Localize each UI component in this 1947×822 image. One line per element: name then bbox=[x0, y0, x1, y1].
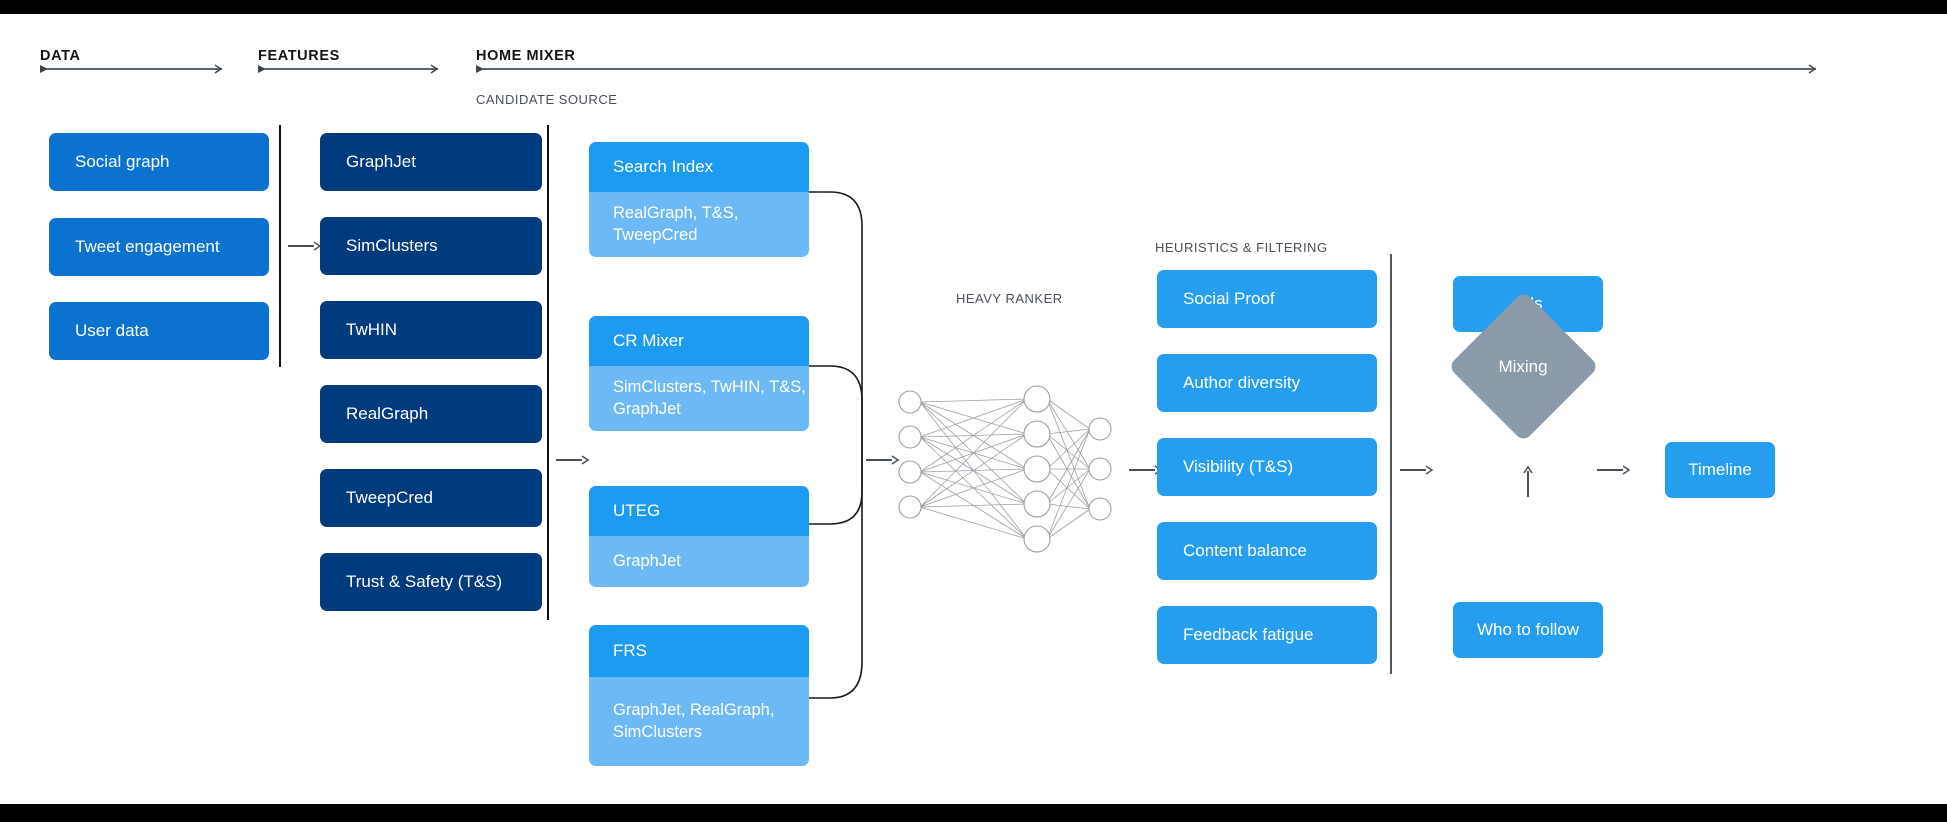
feature-box-realgraph[interactable]: RealGraph bbox=[320, 385, 542, 443]
heuristic-box-label: Content balance bbox=[1183, 541, 1307, 561]
arrow-data-to-features bbox=[288, 240, 322, 252]
heuristic-box-label: Author diversity bbox=[1183, 373, 1301, 393]
output-box-label: Who to follow bbox=[1476, 620, 1580, 640]
arrow-features-to-candidate-source bbox=[556, 454, 590, 466]
feature-box-simclusters[interactable]: SimClusters bbox=[320, 217, 542, 275]
heuristic-box-social-proof[interactable]: Social Proof bbox=[1157, 270, 1377, 328]
divider-data-features bbox=[279, 125, 281, 367]
data-box-label: Tweet engagement bbox=[75, 237, 220, 257]
arrow-mixing-to-timeline bbox=[1597, 464, 1631, 476]
candidate-source-name: UTEG bbox=[589, 486, 809, 536]
section-arrow-data bbox=[40, 64, 223, 74]
candidate-source-features: GraphJet, RealGraph, SimClusters bbox=[589, 677, 809, 766]
divider-heuristics-output bbox=[1390, 254, 1392, 674]
feature-box-label: Trust & Safety (T&S) bbox=[346, 572, 503, 592]
diagram-canvas: DATA FEATURES HOME MIXER CANDIDATE SOURC… bbox=[0, 14, 1947, 804]
section-header-home-mixer: HOME MIXER bbox=[476, 48, 576, 64]
heuristic-box-content-balance[interactable]: Content balance bbox=[1157, 522, 1377, 580]
heavy-ranker-network bbox=[898, 385, 1112, 553]
data-box-social-graph[interactable]: Social graph bbox=[49, 133, 269, 191]
candidate-source-name: Search Index bbox=[589, 142, 809, 192]
section-arrow-home-mixer bbox=[476, 64, 1817, 74]
output-box-label: Timeline bbox=[1688, 460, 1752, 480]
arrow-candidate-to-heavy-ranker bbox=[866, 454, 900, 466]
data-box-label: Social graph bbox=[75, 152, 170, 172]
candidate-source-features: GraphJet bbox=[589, 536, 809, 587]
feature-box-label: TweepCred bbox=[346, 488, 433, 508]
data-box-user-data[interactable]: User data bbox=[49, 302, 269, 360]
feature-box-trust-safety[interactable]: Trust & Safety (T&S) bbox=[320, 553, 542, 611]
heuristic-box-feedback-fatigue[interactable]: Feedback fatigue bbox=[1157, 606, 1377, 664]
feature-box-tweepcred[interactable]: TweepCred bbox=[320, 469, 542, 527]
candidate-source-card-uteg[interactable]: UTEG GraphJet bbox=[589, 486, 809, 587]
feature-box-label: TwHIN bbox=[346, 320, 397, 340]
candidate-source-name: FRS bbox=[589, 625, 809, 677]
heuristic-box-visibility[interactable]: Visibility (T&S) bbox=[1157, 438, 1377, 496]
section-header-data: DATA bbox=[40, 48, 81, 64]
feature-box-graphjet[interactable]: GraphJet bbox=[320, 133, 542, 191]
candidate-brace-connectors bbox=[809, 191, 863, 699]
output-box-who-to-follow[interactable]: Who to follow bbox=[1453, 602, 1603, 658]
feature-box-twhin[interactable]: TwHIN bbox=[320, 301, 542, 359]
label-heavy-ranker: HEAVY RANKER bbox=[956, 291, 1063, 306]
candidate-source-card-cr-mixer[interactable]: CR Mixer SimClusters, TwHIN, T&S, GraphJ… bbox=[589, 316, 809, 431]
subheader-candidate-source: CANDIDATE SOURCE bbox=[476, 92, 618, 107]
data-box-label: User data bbox=[75, 321, 149, 341]
candidate-source-features: SimClusters, TwHIN, T&S, GraphJet bbox=[589, 366, 809, 431]
candidate-source-features: RealGraph, T&S, TweepCred bbox=[589, 192, 809, 257]
heuristic-box-label: Social Proof bbox=[1183, 289, 1275, 309]
output-box-timeline[interactable]: Timeline bbox=[1665, 442, 1775, 498]
candidate-source-card-search-index[interactable]: Search Index RealGraph, T&S, TweepCred bbox=[589, 142, 809, 257]
section-header-features: FEATURES bbox=[258, 48, 340, 64]
heuristic-box-label: Visibility (T&S) bbox=[1183, 457, 1294, 477]
heuristic-box-label: Feedback fatigue bbox=[1183, 625, 1314, 645]
candidate-source-card-frs[interactable]: FRS GraphJet, RealGraph, SimClusters bbox=[589, 625, 809, 766]
feature-box-label: RealGraph bbox=[346, 404, 429, 424]
feature-box-label: GraphJet bbox=[346, 152, 416, 172]
candidate-source-name: CR Mixer bbox=[589, 316, 809, 366]
arrow-who-to-follow-to-mixing bbox=[1522, 465, 1534, 497]
data-box-tweet-engagement[interactable]: Tweet engagement bbox=[49, 218, 269, 276]
divider-features-home-mixer bbox=[547, 125, 549, 620]
subheader-heuristics-filtering: HEURISTICS & FILTERING bbox=[1155, 240, 1328, 255]
heuristic-box-author-diversity[interactable]: Author diversity bbox=[1157, 354, 1377, 412]
feature-box-label: SimClusters bbox=[346, 236, 438, 256]
arrow-heuristics-to-mixing bbox=[1400, 464, 1434, 476]
section-arrow-features bbox=[258, 64, 439, 74]
